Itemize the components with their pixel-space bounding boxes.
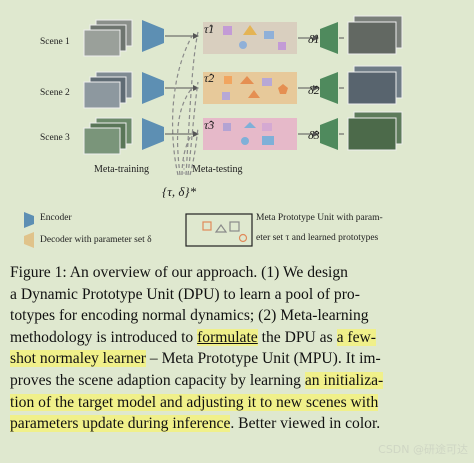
- caption-highlight: formulate: [197, 328, 258, 346]
- encoder-2: [142, 72, 164, 104]
- caption-text: methodology is introduced to: [10, 328, 198, 346]
- caption-line: proves the scene adaption capacity by le…: [10, 370, 468, 392]
- encoder-1: [142, 20, 164, 52]
- figure-caption: Figure 1: An overview of our approach. (…: [10, 262, 468, 435]
- caption-text: the DPU as: [257, 328, 337, 346]
- legend-encoder-text: Encoder: [40, 213, 72, 223]
- legend-decoder-text: Decoder with parameter set δ: [40, 235, 152, 245]
- legend-mpu-text-1: Meta Prototype Unit with param-: [256, 213, 383, 223]
- output-frames-3: [347, 111, 403, 151]
- caption-line: totypes for encoding normal dynamics; (2…: [10, 307, 369, 325]
- mpu-1: [203, 22, 297, 54]
- tau-label-1: τ̂1: [204, 22, 215, 36]
- meta-testing-label: Meta-testing: [192, 164, 243, 175]
- scene-3-frames: [83, 117, 133, 155]
- tau-label-2: τ̂2: [204, 71, 215, 85]
- caption-text: – Meta Prototype Unit (MPU). It im-: [145, 350, 381, 368]
- meta-dashed-links: [171, 31, 199, 176]
- scene-label-3: Scene 3: [40, 133, 70, 143]
- caption-highlight: an initializa-: [304, 371, 384, 389]
- decoder-3: [320, 118, 338, 150]
- legend-mpu-text-2: eter set τ and learned prototypes: [256, 233, 379, 243]
- caption-line: methodology is introduced to formulate t…: [10, 327, 468, 349]
- legend-mpu-icon: [185, 213, 253, 247]
- figure-diagram: [24, 15, 403, 248]
- legend-decoder-icon: [24, 232, 34, 248]
- caption-text: proves the scene adaption capacity by le…: [10, 371, 305, 389]
- watermark: CSDN @研途可达: [378, 443, 468, 456]
- caption-line: Figure 1: An overview of our approach. (…: [10, 264, 348, 281]
- scene-2-frames: [83, 71, 133, 109]
- caption-line: tion of the target model and adjusting i…: [10, 392, 468, 414]
- mpu-3: [203, 118, 297, 150]
- caption-line: parameters update during inference. Bett…: [10, 413, 468, 435]
- caption-highlight: parameters update during inference: [10, 415, 231, 433]
- encoder-3: [142, 118, 164, 150]
- caption-line: a Dynamic Prototype Unit (DPU) to learn …: [10, 285, 360, 303]
- scene-label-2: Scene 2: [40, 88, 70, 98]
- decoder-1: [320, 22, 338, 54]
- param-set-label: {τ, δ}*: [162, 184, 197, 199]
- delta-label-2: δ̂2: [308, 83, 320, 97]
- caption-highlight: a few-: [336, 328, 376, 346]
- caption-highlight: tion of the target model and adjusting i…: [10, 393, 379, 411]
- legend-encoder-icon: [24, 212, 34, 228]
- delta-label-3: δ̂3: [308, 128, 320, 142]
- overview-figure: Scene 1 Scene 2 Scene 3 τ̂1 τ̂2 τ̂3 δ̂1 …: [24, 15, 403, 248]
- delta-label-1: δ̂1: [308, 32, 320, 46]
- tau-label-3: τ̂3: [204, 118, 215, 132]
- meta-training-label: Meta-training: [94, 164, 149, 175]
- scene-1-frames: [83, 19, 133, 57]
- decoder-2: [320, 72, 338, 104]
- mpu-2: [203, 72, 297, 104]
- caption-text: . Better viewed in color.: [230, 415, 381, 433]
- scene-label-1: Scene 1: [40, 37, 70, 47]
- output-frames-2: [347, 65, 403, 105]
- output-frames-1: [347, 15, 403, 55]
- caption-line: shot normaley learner – Meta Prototype U…: [10, 348, 468, 370]
- caption-highlight: shot normaley learner: [10, 350, 146, 368]
